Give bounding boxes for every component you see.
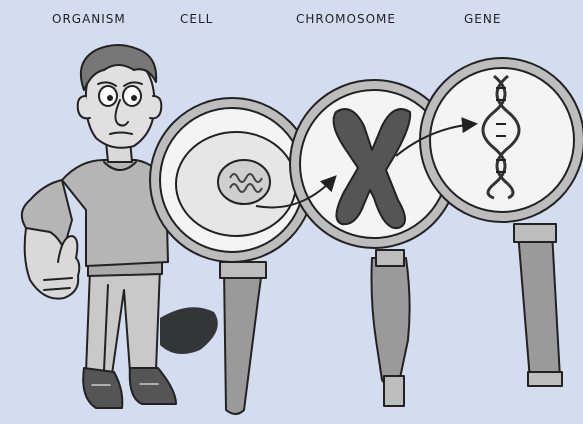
- magnifier-cell: [150, 98, 314, 414]
- magnifier-gene: [420, 58, 583, 386]
